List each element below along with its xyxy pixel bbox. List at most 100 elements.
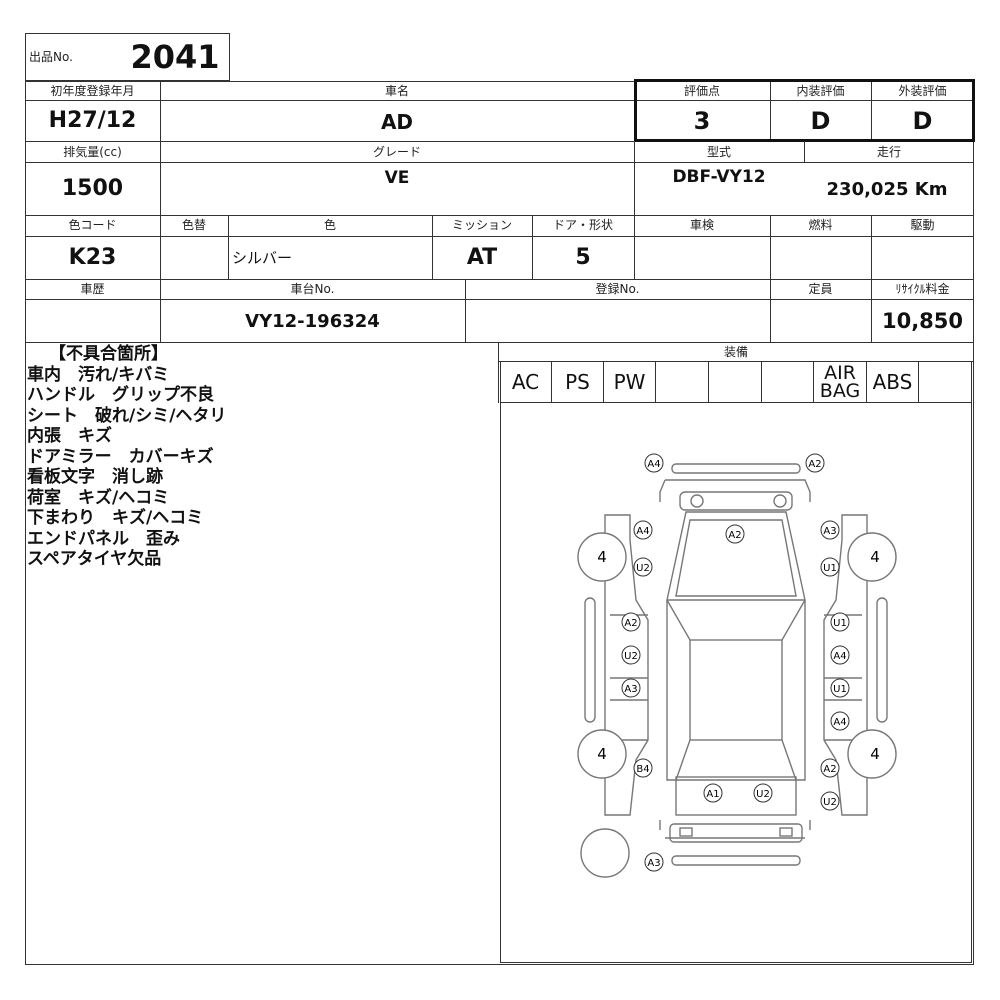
capacity-label: 定員 xyxy=(808,282,833,296)
equipment-empty xyxy=(919,362,972,402)
inspection-label: 車検 xyxy=(689,218,714,232)
damage-mark: U1 xyxy=(830,678,850,698)
model-value: DBF-VY12 xyxy=(672,167,766,187)
interior-label: 内装評価 xyxy=(796,84,845,98)
equipment-abs: ABS xyxy=(867,362,919,402)
recycle-label: ﾘｻｲｸﾙ料金 xyxy=(895,282,950,296)
mark-label: U2 xyxy=(756,789,770,800)
mark-label: U1 xyxy=(833,618,847,629)
mark-label: A1 xyxy=(706,789,719,800)
tire-rear-left: 4 xyxy=(597,745,607,763)
equipment-pw: PW xyxy=(604,362,656,402)
defect-item: シート 破れ/シミ/ヘタリ xyxy=(27,405,227,426)
mileage-label: 走行 xyxy=(876,145,901,159)
score-box xyxy=(634,79,975,142)
mark-label: A2 xyxy=(808,459,821,470)
damage-mark: A3 xyxy=(644,852,664,872)
mark-label: A3 xyxy=(823,526,836,537)
grade-label: グレード xyxy=(372,145,421,159)
damage-mark: A4 xyxy=(830,645,850,665)
defects-list: 【不具合箇所】 車内 汚れ/キバミ ハンドル グリップ不良 シート 破れ/シミ/… xyxy=(27,344,497,570)
damage-mark: U1 xyxy=(820,557,840,577)
equipment-empty xyxy=(656,362,709,402)
car-name-value: AD xyxy=(380,110,414,134)
mark-label: A4 xyxy=(647,459,660,470)
lower-section xyxy=(25,343,974,965)
defect-item: 荷室 キズ/ヘコミ xyxy=(27,487,170,508)
info-grid xyxy=(25,81,974,343)
mark-label: A3 xyxy=(647,858,660,869)
damage-mark: A4 xyxy=(633,520,653,540)
damage-marks: A4 A2 A4 A2 A3 U2 U1 A2 U1 U2 A4 A3 U1 A… xyxy=(621,453,850,872)
car-name-label: 車名 xyxy=(384,84,409,98)
damage-mark: U2 xyxy=(621,645,641,665)
equipment-label: 装備 xyxy=(723,345,748,359)
fuel-label: 燃料 xyxy=(808,218,833,232)
tire-front-right: 4 xyxy=(870,548,880,566)
model-label: 型式 xyxy=(706,145,731,159)
lot-label: 出品No. xyxy=(29,50,73,64)
defect-item: ハンドル グリップ不良 xyxy=(27,385,214,405)
mark-label: U2 xyxy=(624,651,638,662)
color-label: 色 xyxy=(323,218,336,232)
lot-number: 2041 xyxy=(130,38,220,76)
door-value: 5 xyxy=(575,245,591,270)
equipment-empty xyxy=(709,362,762,402)
lot-box xyxy=(25,33,230,81)
equipment-ac: AC xyxy=(500,362,552,402)
mission-value: AT xyxy=(466,245,498,270)
damage-mark: A4 xyxy=(644,453,664,473)
damage-mark: A3 xyxy=(621,678,641,698)
defect-item: ドアミラー カバーキズ xyxy=(27,446,214,467)
damage-mark: A2 xyxy=(725,524,745,544)
color-code-label: 色コード xyxy=(68,218,117,232)
tire-rear-right: 4 xyxy=(870,745,880,763)
history-label: 車歴 xyxy=(80,282,105,296)
mark-label: A4 xyxy=(636,526,649,537)
equipment-empty xyxy=(762,362,814,402)
tires: 4 4 4 4 xyxy=(577,532,897,779)
mark-label: U1 xyxy=(823,563,837,574)
damage-mark: A2 xyxy=(621,612,641,632)
mark-label: U1 xyxy=(833,684,847,695)
damage-mark: U2 xyxy=(820,791,840,811)
reg-label: 登録No. xyxy=(595,282,640,296)
interior-value: D xyxy=(810,107,831,135)
door-label: ドア・形状 xyxy=(552,218,613,232)
score-value: 3 xyxy=(693,107,711,135)
mission-label: ミッション xyxy=(451,218,512,232)
defect-item: 車内 汚れ/キバミ xyxy=(27,364,170,385)
chassis-label: 車台No. xyxy=(290,282,335,296)
damage-mark: A4 xyxy=(830,711,850,731)
defect-item: スペアタイヤ欠品 xyxy=(27,549,162,569)
mark-label: A4 xyxy=(833,651,846,662)
displacement-label: 排気量(cc) xyxy=(63,145,122,159)
damage-mark: U2 xyxy=(753,783,773,803)
damage-mark: B4 xyxy=(633,758,653,778)
mileage-value: 230,025 Km xyxy=(826,179,948,200)
damage-mark: A3 xyxy=(820,520,840,540)
exterior-label: 外装評価 xyxy=(898,84,947,98)
first-reg-label: 初年度登録年月 xyxy=(50,84,135,98)
color-code-value: K23 xyxy=(68,245,117,270)
mark-label: B4 xyxy=(636,764,649,775)
mark-label: U2 xyxy=(823,797,837,808)
mark-label: A2 xyxy=(823,764,836,775)
chassis-value: VY12-196324 xyxy=(245,311,380,332)
mark-label: A2 xyxy=(728,530,741,541)
tire-front-left: 4 xyxy=(597,548,607,566)
exterior-value: D xyxy=(912,107,933,135)
damage-mark: A2 xyxy=(820,758,840,778)
defects-title: 【不具合箇所】 xyxy=(49,344,168,364)
damage-mark: U2 xyxy=(633,557,653,577)
damage-mark: U1 xyxy=(830,612,850,632)
color-value: シルバー xyxy=(232,249,293,267)
equipment-row xyxy=(500,361,972,403)
defect-item: エンドパネル 歪み xyxy=(27,528,180,549)
defect-item: 内張 キズ xyxy=(27,426,112,446)
equipment-ps: PS xyxy=(552,362,604,402)
repaint-label: 色替 xyxy=(181,218,206,232)
first-reg-value: H27/12 xyxy=(48,108,137,133)
displacement-value: 1500 xyxy=(61,176,124,201)
